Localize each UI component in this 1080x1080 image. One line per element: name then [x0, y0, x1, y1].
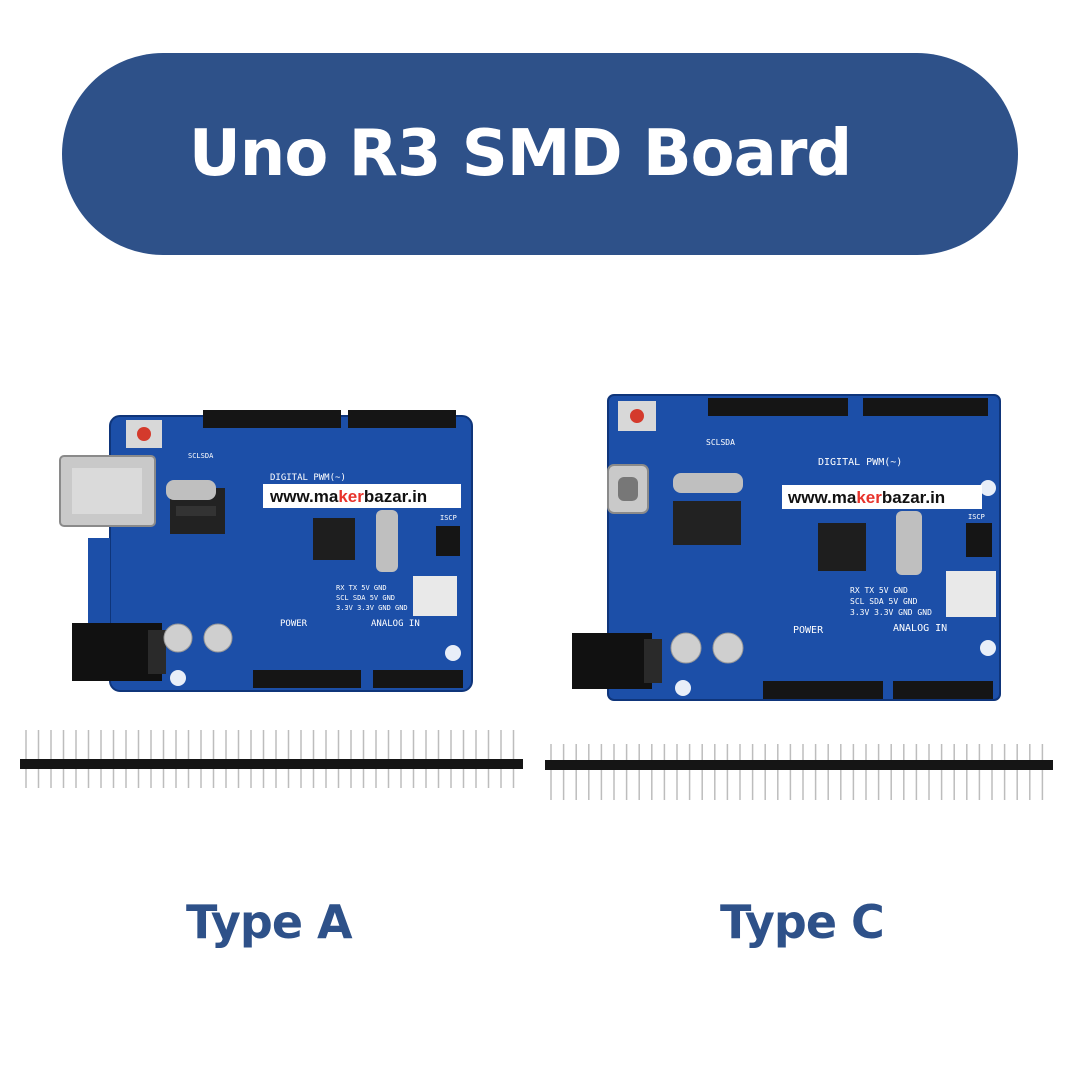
silk-digital: DIGITAL PWM(~) [818, 457, 902, 468]
silk-power: POWER [793, 625, 824, 636]
silk-pins-row2: SCL SDA 5V GND [336, 594, 395, 602]
caption-type-c: Type C [720, 895, 885, 949]
title-banner: Uno R3 SMD Board [62, 53, 1018, 255]
silk-pins-row2: SCL SDA 5V GND [850, 597, 918, 606]
silk-iscp: ISCP [440, 514, 457, 522]
usb-b-connector-icon [59, 455, 156, 527]
silk-analog: ANALOG IN [371, 619, 420, 629]
pin-header-strip-icon [545, 744, 1053, 800]
watermark-type-a: www.makerbazar.in [269, 487, 427, 506]
silk-pins-row1: RX TX 5V GND [336, 584, 387, 592]
silk-power: POWER [280, 619, 308, 629]
pin-header-strip-icon [20, 730, 523, 788]
silk-analog: ANALOG IN [893, 623, 947, 634]
usb-c-connector-icon [607, 464, 649, 514]
reset-button-icon [126, 420, 162, 448]
board-type-c-illustration: DIGITAL PWM(~) POWER ANALOG IN ISCP SCLS… [572, 394, 1001, 701]
reset-button-icon [618, 401, 656, 431]
silk-pins-row3: 3.3V 3.3V GND GND [336, 604, 408, 612]
dc-jack-icon [572, 633, 662, 689]
caption-type-a: Type A [186, 895, 353, 949]
watermark-type-c: www.makerbazar.in [787, 488, 945, 507]
silk-pins-row3: 3.3V 3.3V GND GND [850, 608, 932, 617]
silk-pins-row1: RX TX 5V GND [850, 586, 908, 595]
dc-jack-icon [72, 623, 166, 681]
silk-sclsda: SCLSDA [706, 438, 735, 447]
silk-iscp: ISCP [968, 513, 985, 521]
silk-digital: DIGITAL PWM(~) [270, 473, 346, 483]
page-title: Uno R3 SMD Board [188, 117, 852, 191]
silk-sclsda: SCLSDA [188, 452, 214, 460]
board-type-c-image: DIGITAL PWM(~) POWER ANALOG IN ISCP SCLS… [568, 393, 1008, 703]
board-type-a-image: DIGITAL PWM(~) POWER ANALOG IN ISCP SCLS… [58, 408, 478, 693]
board-type-a-illustration: DIGITAL PWM(~) POWER ANALOG IN ISCP SCLS… [59, 410, 473, 692]
